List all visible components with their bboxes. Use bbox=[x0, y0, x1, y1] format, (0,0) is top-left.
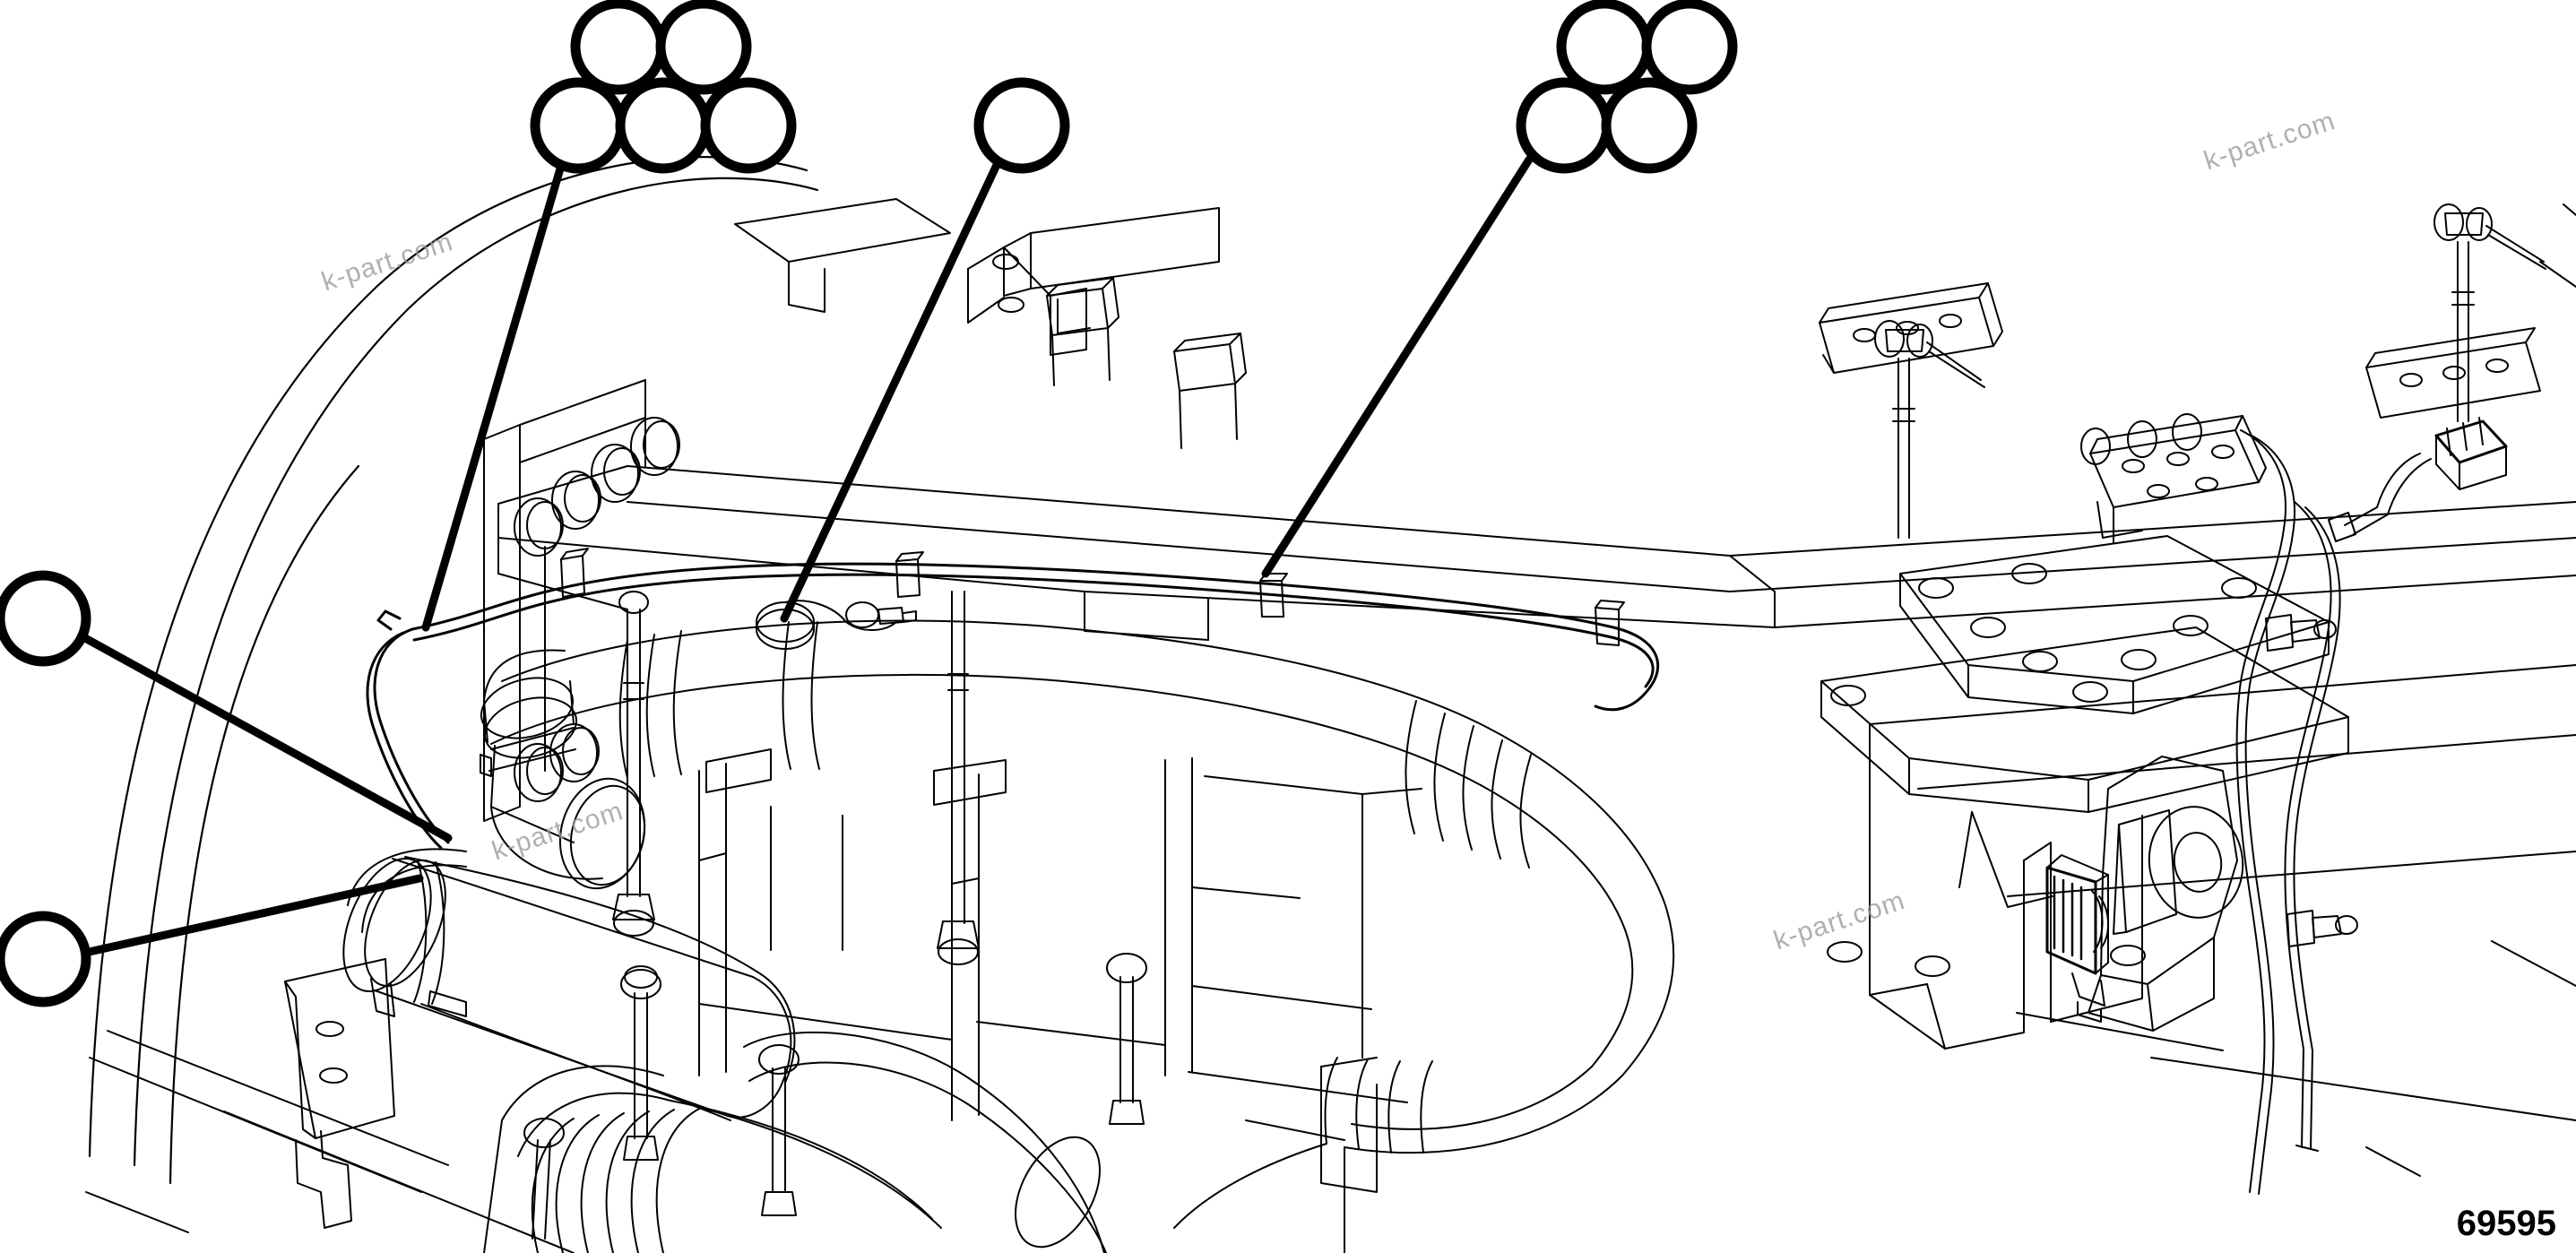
balloon-cluster-top-left[interactable] bbox=[530, 0, 797, 174]
lamp-mount-bracket bbox=[2088, 756, 2244, 1032]
hydraulic-lines bbox=[2235, 429, 2358, 1195]
intake-throat bbox=[480, 649, 646, 890]
callout-balloon[interactable] bbox=[0, 911, 91, 1007]
callout-balloon[interactable] bbox=[570, 0, 667, 95]
vertical-rod-assemblies bbox=[523, 591, 1147, 1240]
upper-rail-hex-blocks bbox=[1046, 277, 1247, 449]
lower-canister bbox=[743, 1031, 1107, 1253]
balloon-cluster-left-lower[interactable] bbox=[0, 911, 91, 1007]
drawing-number: 69595 bbox=[2456, 1204, 2556, 1243]
callout-balloon[interactable] bbox=[973, 77, 1070, 174]
balloon-cluster-center[interactable] bbox=[973, 77, 1070, 174]
callout-balloon[interactable] bbox=[700, 77, 797, 174]
right-link-rods bbox=[1874, 203, 2546, 539]
callout-balloon[interactable] bbox=[655, 0, 752, 95]
upper-right-flat-bar bbox=[1819, 282, 2003, 374]
balloon-cluster-top-right[interactable] bbox=[1516, 0, 1738, 174]
bolt-flange-plate bbox=[483, 379, 680, 822]
leader-line-cluster-top-left bbox=[421, 155, 567, 632]
right-edge-details bbox=[2365, 203, 2576, 1177]
right-flat-bar bbox=[2365, 327, 2541, 419]
leader-line-cluster-center bbox=[780, 160, 1001, 623]
callout-balloon[interactable] bbox=[615, 77, 712, 174]
callout-balloon[interactable] bbox=[1556, 0, 1653, 95]
plate-bolt-holes bbox=[1827, 563, 2257, 977]
callout-balloon[interactable] bbox=[1601, 77, 1698, 174]
top-hanger-brackets bbox=[734, 198, 1220, 356]
callout-balloon[interactable] bbox=[1516, 77, 1612, 174]
callout-leader-lines bbox=[81, 155, 1534, 957]
leader-line-left-upper bbox=[81, 634, 453, 843]
callout-balloon[interactable] bbox=[0, 570, 91, 667]
callout-balloon[interactable] bbox=[530, 77, 627, 174]
balloon-cluster-left-upper[interactable] bbox=[0, 570, 91, 667]
upper-cross-beam bbox=[497, 465, 1776, 641]
electrical-connector bbox=[2328, 417, 2508, 542]
leader-line-cluster-top-right bbox=[1261, 155, 1534, 578]
right-mount-box bbox=[2080, 413, 2267, 544]
panel-vent bbox=[705, 748, 1007, 806]
triangular-mount-plate bbox=[1820, 535, 2349, 1050]
callout-balloon[interactable] bbox=[1641, 0, 1738, 95]
lower-frame-rails bbox=[85, 1030, 575, 1253]
harness-clips bbox=[560, 548, 1625, 646]
leader-line-left-lower bbox=[81, 874, 424, 957]
left-bracket-plate bbox=[284, 958, 395, 1229]
bottom-right-frame bbox=[2016, 1012, 2576, 1121]
